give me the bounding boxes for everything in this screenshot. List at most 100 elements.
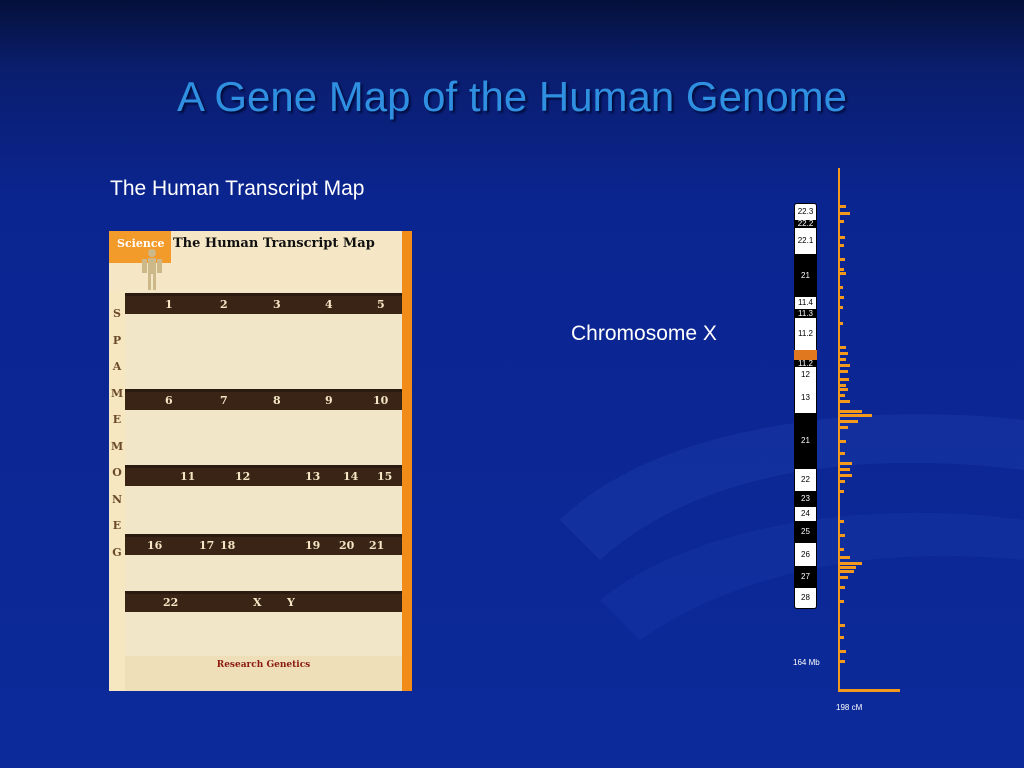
histogram-baseline (838, 689, 900, 692)
physical-length-label: 164 Mb (793, 658, 820, 667)
chromosome-band: 11.2 (794, 359, 817, 368)
histogram-bar (840, 258, 845, 261)
poster-footer: Research Genetics (125, 656, 402, 691)
histogram-bar (840, 322, 843, 325)
poster-side-letter: S (113, 307, 121, 320)
histogram-bar (840, 410, 862, 413)
chromosome-band: 22.2 (794, 219, 817, 228)
poster-side-letter: O (112, 466, 122, 479)
poster-side-letter: A (112, 360, 122, 373)
poster-row-3: 11 12 13 14 15 (125, 465, 402, 535)
poster-caption: The Human Transcript Map (110, 177, 365, 200)
chromosome-number: 11 (180, 470, 196, 483)
histogram-bar (840, 624, 845, 627)
poster-side-letter: G (112, 545, 122, 559)
poster-title: The Human Transcript Map (173, 236, 375, 251)
histogram-bar (840, 426, 848, 429)
chromosome-number: 6 (165, 394, 173, 407)
histogram-bar (840, 272, 846, 275)
histogram-bar (840, 384, 846, 387)
histogram-bar (840, 306, 843, 309)
chromosome-number: 8 (273, 394, 281, 407)
chromosome-band: 11.4 (794, 297, 817, 309)
poster-row-1: 1 2 3 4 5 (125, 293, 402, 363)
histogram-bar (840, 440, 846, 443)
chromosome-number: 5 (377, 298, 385, 311)
histogram-bar (840, 576, 848, 579)
chromosome-band: 22 (794, 469, 817, 491)
chromosome-number: 10 (373, 394, 389, 407)
chromosome-number: Y (287, 596, 295, 609)
histogram-bar (840, 212, 850, 215)
histogram-bar (840, 394, 845, 397)
histogram-bar (840, 586, 845, 589)
histogram-bar (840, 548, 844, 551)
histogram-bar (840, 468, 850, 471)
chromosome-band: 11.3 (794, 309, 817, 318)
poster-row-5: 22 X Y (125, 591, 402, 661)
histogram-bar (840, 534, 845, 537)
poster-side-letter: M (111, 439, 124, 453)
histogram-bar (840, 490, 844, 493)
chromosome-number: 20 (339, 539, 355, 552)
poster-side-letter: P (112, 333, 122, 347)
chromosome-band: 27 (794, 566, 817, 588)
histogram-bar (840, 364, 850, 367)
chromosome-number: 4 (325, 298, 333, 311)
histogram-bar (840, 388, 848, 391)
histogram-bar (840, 562, 862, 565)
chromosome-band: 24 (794, 507, 817, 521)
histogram-bar (840, 370, 848, 373)
chromosome-band: 23 (794, 491, 817, 507)
histogram-bar (840, 650, 846, 653)
histogram-bar (840, 480, 845, 483)
chromosome-band: 12 (794, 367, 817, 383)
chromosome-number: 7 (220, 394, 228, 407)
histogram-bar (840, 520, 844, 523)
chromosome-number: 15 (377, 470, 393, 483)
poster-side-letter: E (112, 413, 122, 426)
histogram-bar (840, 286, 843, 289)
histogram-axis (838, 168, 840, 692)
chromosome-band: 11.2 (794, 318, 817, 350)
chromosome-band: 21 (794, 254, 817, 297)
histogram-bar (840, 244, 844, 247)
histogram-bar (840, 220, 844, 223)
chromosome-number: 12 (235, 470, 251, 483)
histogram-bar (840, 296, 844, 299)
histogram-bar (840, 236, 845, 239)
histogram-bar (840, 378, 849, 381)
histogram-bar (840, 352, 848, 355)
histogram-bar (840, 452, 845, 455)
histogram-bar (840, 462, 852, 465)
chromosome-band: 22.3 (794, 203, 817, 220)
chromosome-band: 13 (794, 383, 817, 413)
poster-side-letter: M (111, 386, 124, 400)
chromosome-number: 17 (199, 539, 215, 552)
chromosome-number: 3 (273, 298, 281, 311)
chromosome-label: Chromosome X (571, 322, 717, 345)
chromosome-band: 25 (794, 521, 817, 543)
histogram-bar (840, 414, 872, 417)
chromosome-number: 21 (369, 539, 385, 552)
histogram-bar (840, 570, 854, 573)
histogram-bar (840, 556, 850, 559)
chromosome-number: 22 (163, 596, 179, 609)
chromosome-number: 13 (305, 470, 321, 483)
chromosome-band (794, 350, 817, 360)
chromosome-band: 26 (794, 543, 817, 566)
poster-orange-border (402, 231, 412, 691)
histogram-bar (840, 660, 845, 663)
poster-row-4: 16 17 18 19 20 21 (125, 534, 402, 604)
chromosome-band: 28 (794, 588, 817, 609)
poster-header: Science The Human Transcript Map (109, 231, 402, 291)
histogram-bar (840, 600, 844, 603)
histogram-bar (840, 268, 844, 271)
chromosome-number: 18 (220, 539, 236, 552)
histogram-bar (840, 636, 844, 639)
poster-brand: Science (109, 231, 171, 263)
poster-side-letter: N (111, 492, 123, 506)
histogram-bar (840, 566, 856, 569)
